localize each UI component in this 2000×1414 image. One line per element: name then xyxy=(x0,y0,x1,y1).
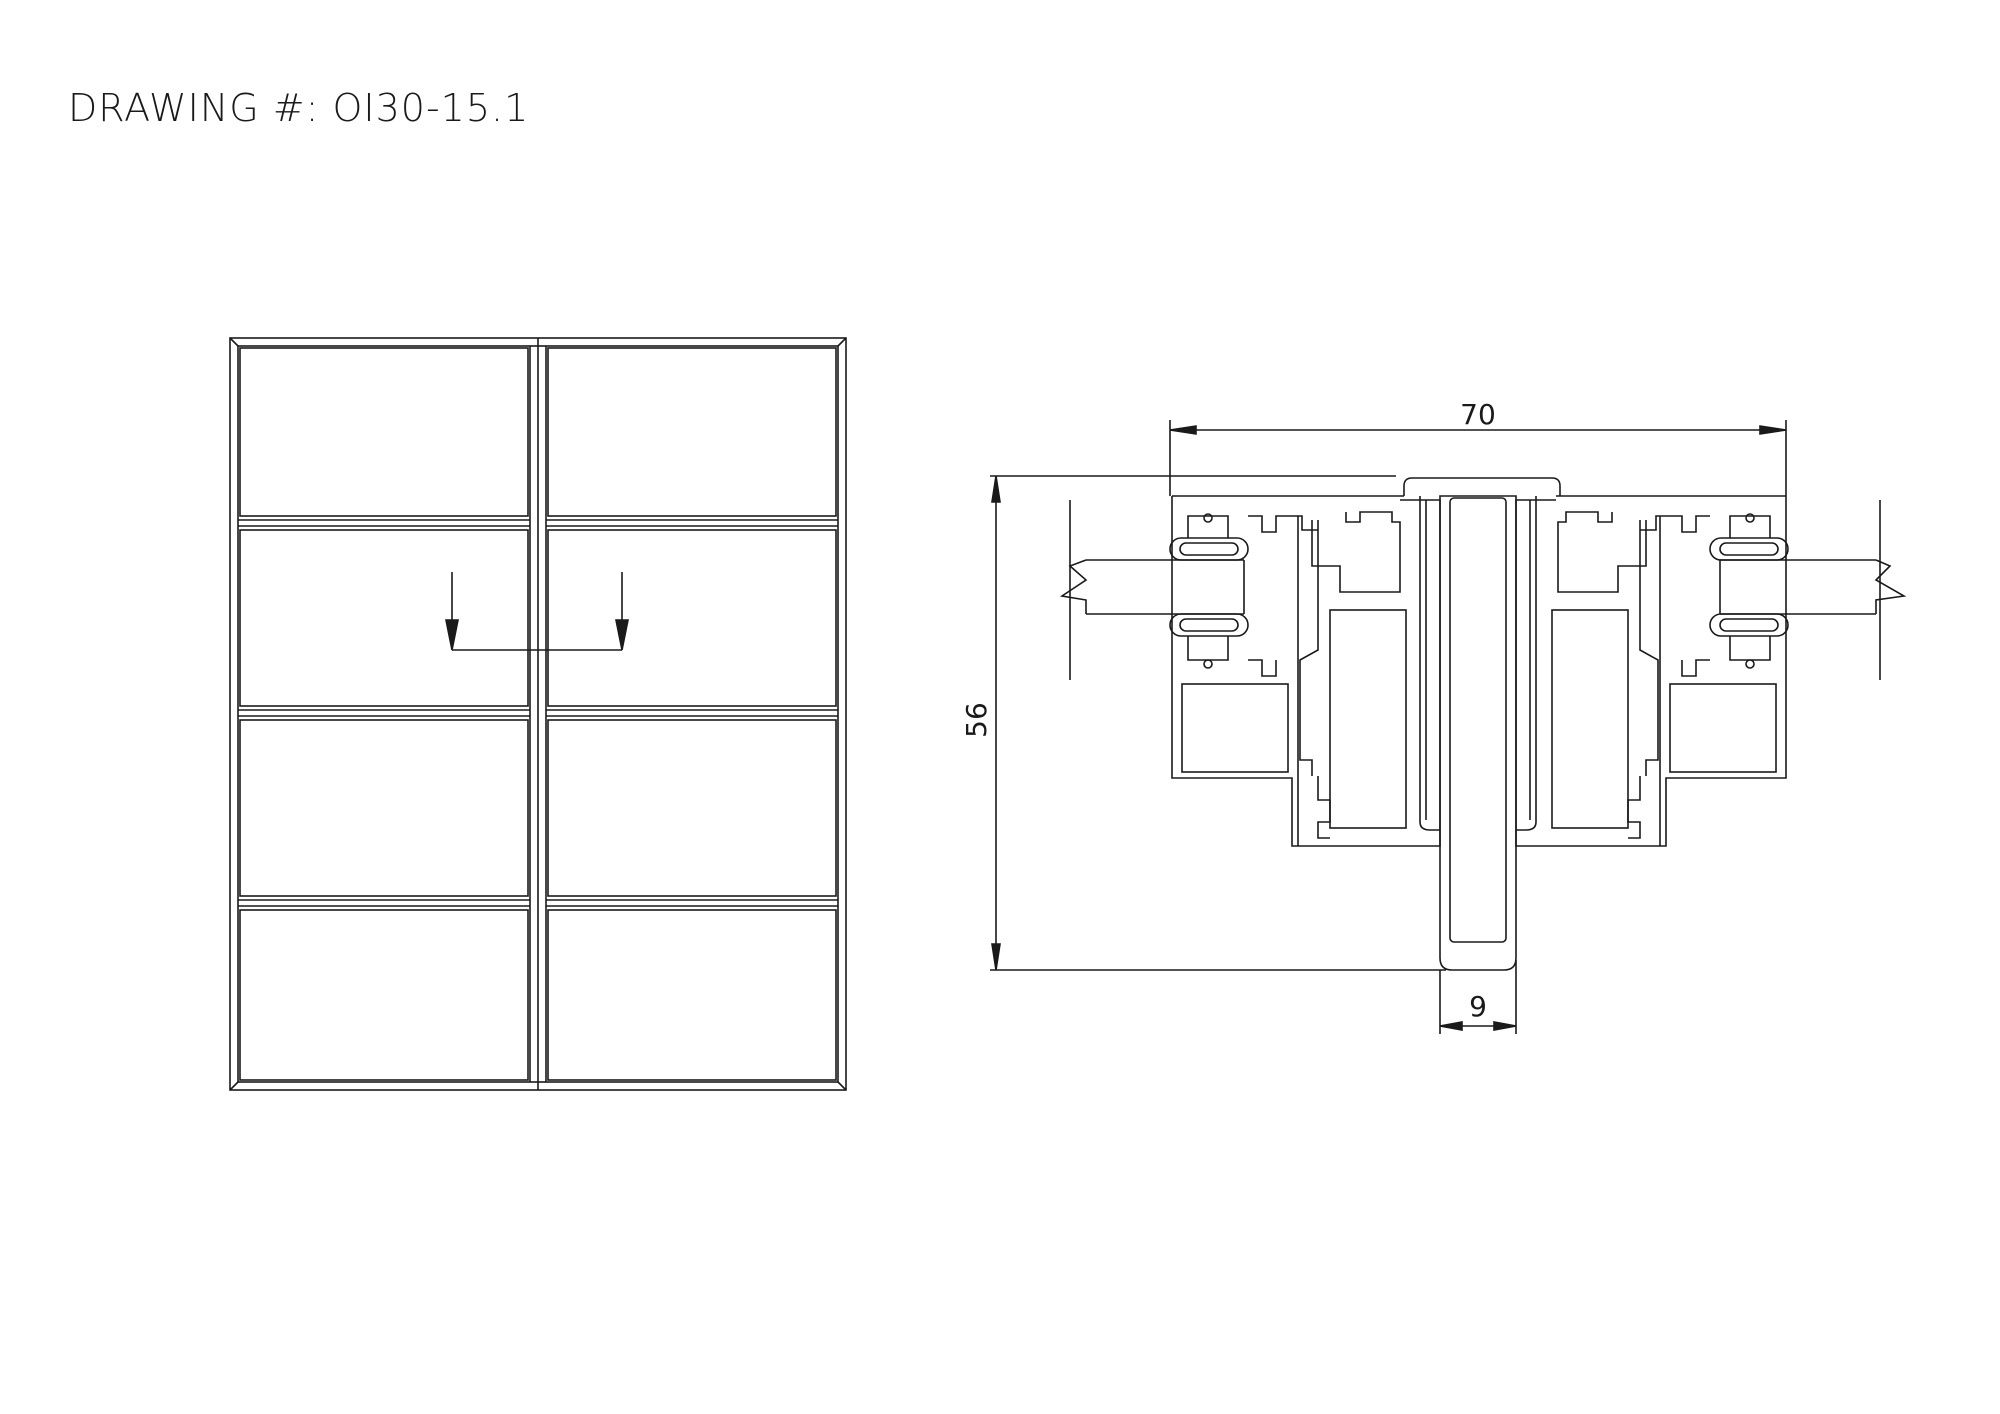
dimension-width-label: 70 xyxy=(1460,398,1496,431)
pane-left-4 xyxy=(239,909,529,1081)
pane-left-3 xyxy=(239,719,529,897)
dimension-width-line xyxy=(1169,420,1787,496)
gasket-icon xyxy=(1709,537,1789,561)
glass-left xyxy=(1059,500,1245,680)
elevation-center-mullion xyxy=(529,338,547,1090)
profile-right xyxy=(1515,495,1789,847)
pane-left-1 xyxy=(239,347,529,517)
center-fin xyxy=(1403,477,1561,971)
gasket-icon xyxy=(1169,613,1249,637)
glass-right xyxy=(1719,500,1907,680)
drawing-title: DRAWING #: OI30-15.1 xyxy=(68,86,530,130)
section-cut-marker xyxy=(445,572,629,651)
section-arrow-icon xyxy=(445,619,459,651)
pane-left-2 xyxy=(239,529,529,707)
dimension-fin-line xyxy=(1439,960,1517,1034)
pane-right-4 xyxy=(547,909,837,1081)
profile-left xyxy=(1169,495,1441,847)
elevation-right-column xyxy=(547,347,837,1081)
gasket-icon xyxy=(1709,613,1789,637)
section-view xyxy=(990,420,1907,1034)
elevation-transoms xyxy=(238,519,838,907)
pane-right-2 xyxy=(547,529,837,707)
dimension-height-label: 56 xyxy=(960,702,993,738)
elevation-view xyxy=(229,337,847,1091)
dimension-height-line xyxy=(990,475,1446,971)
dimension-fin-label: 9 xyxy=(1469,990,1487,1023)
elevation-left-column xyxy=(239,347,529,1081)
gasket-icon xyxy=(1169,537,1249,561)
pane-right-3 xyxy=(547,719,837,897)
pane-right-1 xyxy=(547,347,837,517)
section-arrow-icon xyxy=(615,619,629,651)
